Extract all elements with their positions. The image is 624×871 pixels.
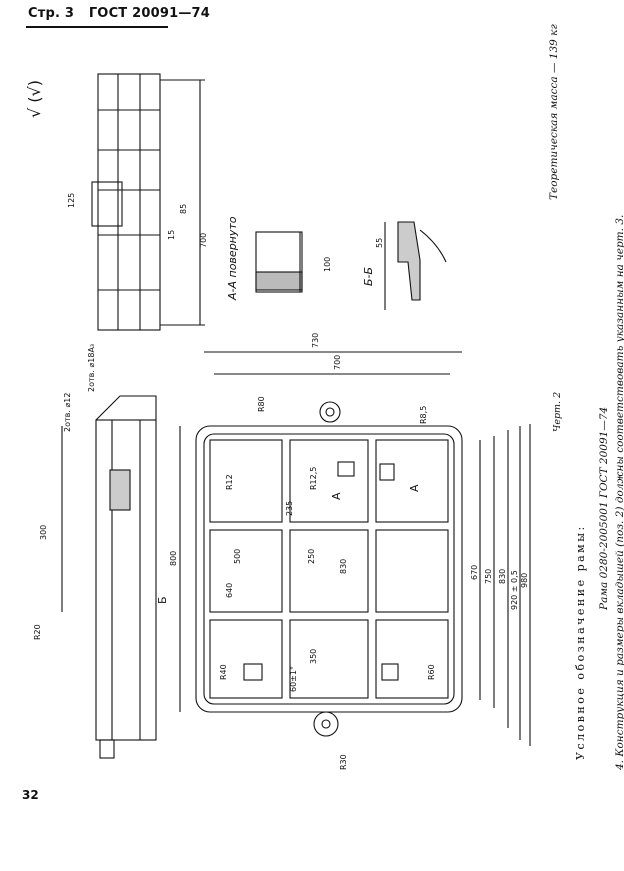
dim-235: 235 (285, 501, 294, 516)
header-rule (26, 26, 168, 28)
radius-r30: R30 (339, 754, 348, 770)
dim-85: 85 (179, 204, 188, 214)
dim-750: 750 (484, 569, 493, 584)
section-bb (384, 221, 447, 310)
section-mark-a: А (330, 492, 343, 500)
standard-number: ГОСТ 20091—74 (88, 6, 211, 21)
dim-830: 830 (339, 559, 348, 574)
side-elevation-left (61, 395, 157, 759)
frame-plan-view (179, 351, 531, 746)
theoretical-mass: Теоретическая масса — 139 кг (548, 24, 560, 200)
page-number: 32 (22, 788, 39, 802)
side-elevation-top (91, 73, 205, 331)
note-4: 4. Конструкция и размеры вкладышей (поз.… (614, 214, 624, 770)
section-mark-b: Б (156, 596, 169, 604)
section-aa (255, 231, 303, 293)
figure-label: Черт. 2 (552, 391, 563, 432)
dim-55: 55 (375, 238, 384, 248)
page-label: Стр. 3 (28, 6, 75, 21)
dim-640: 640 (225, 583, 234, 598)
holes2-label: 2отв. ⌀18А₃ (87, 344, 96, 392)
dim-800: 800 (169, 551, 178, 566)
section-aa-label: А-А повернуто (226, 216, 239, 301)
designation-caption: Условное обозначение рамы: (574, 524, 587, 760)
radius-r85: R8,5 (419, 406, 428, 424)
dim-730: 730 (311, 333, 320, 348)
dim-15: 15 (167, 230, 176, 240)
dim-angle: 60±1° (289, 666, 298, 692)
dim-250: 250 (307, 549, 316, 564)
page-header: Стр. 3 ГОСТ 20091—74 (28, 6, 220, 21)
dim-125: 125 (67, 193, 76, 208)
dim-350: 350 (309, 649, 318, 664)
dim-980: 980 (520, 573, 529, 588)
section-mark-a2: А (408, 484, 421, 492)
dim-100: 100 (323, 257, 332, 272)
radius-r20: R20 (33, 624, 42, 640)
dim-300: 300 (39, 525, 48, 540)
dim-830b: 830 (498, 569, 507, 584)
dim-500: 500 (233, 549, 242, 564)
roughness-symbol: √ (√) (25, 80, 44, 118)
holes-label: 2отв. ⌀12 (63, 393, 72, 432)
radius-r12: R12 (225, 474, 234, 490)
dim-700-side: 700 (199, 233, 208, 248)
radius-r125: R12,5 (309, 467, 318, 490)
dim-700: 700 (333, 355, 342, 370)
section-bb-label: Б-Б (362, 267, 375, 286)
dim-670: 670 (470, 565, 479, 580)
dim-920: 920 ± 0,5 (510, 570, 519, 610)
radius-r60: R60 (427, 664, 436, 680)
radius-r80: R80 (257, 396, 266, 412)
designation-example: Рама 0280-2005001 ГОСТ 20091—74 (598, 406, 610, 610)
radius-r40: R40 (219, 664, 228, 680)
